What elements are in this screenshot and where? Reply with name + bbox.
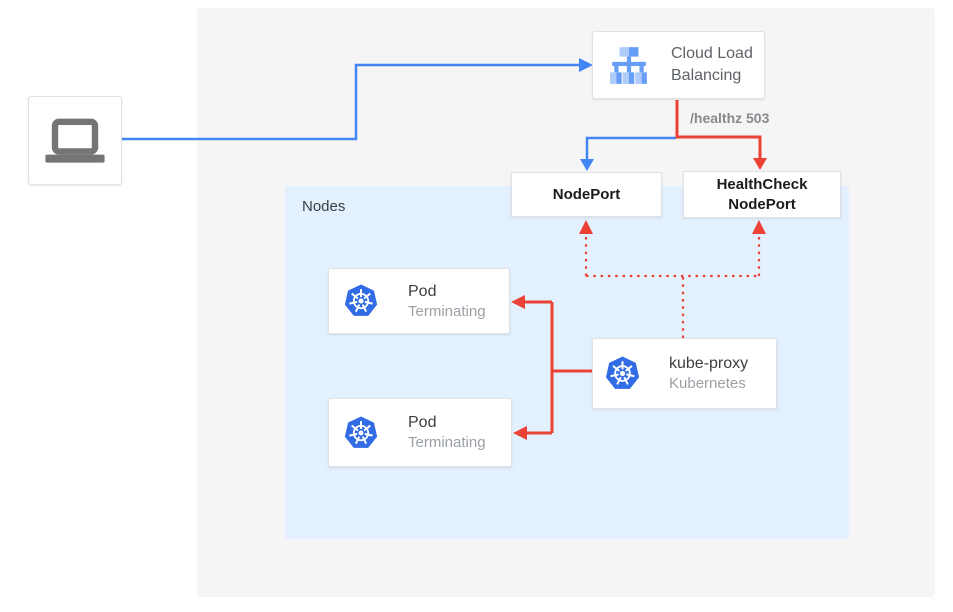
cloud-load-balancing-icon	[610, 47, 647, 84]
cloud-load-balancing-node: Cloud Load Balancing	[592, 31, 765, 99]
healthz-status-annotation: /healthz 503	[690, 110, 770, 126]
kube-proxy-title: kube-proxy	[669, 355, 749, 372]
kube-proxy-subtitle: Kubernetes	[669, 375, 746, 392]
laptop-icon	[45, 118, 105, 163]
kubernetes-icon	[344, 415, 378, 448]
nodeport-label: NodePort	[552, 185, 621, 203]
pod-node-2: Pod Terminating	[328, 398, 512, 467]
nodeport-node: NodePort	[511, 172, 662, 217]
kubernetes-icon	[344, 284, 378, 316]
pod-status: Terminating	[408, 302, 486, 320]
healthcheck-nodeport-node: HealthCheck NodePort	[683, 171, 841, 218]
pod-title: Pod	[408, 414, 437, 431]
kube-proxy-node: kube-proxy Kubernetes	[592, 338, 777, 409]
nodes-group-label: Nodes	[302, 198, 346, 215]
cloud-load-balancing-label: Cloud Load Balancing	[671, 45, 753, 84]
pod-status: Terminating	[408, 434, 486, 451]
client-node	[28, 96, 122, 185]
pod-title: Pod	[408, 282, 437, 300]
kubernetes-icon	[605, 356, 640, 389]
pod-node-1: Pod Terminating	[328, 268, 510, 334]
healthcheck-nodeport-label: HealthCheck NodePort	[716, 175, 808, 213]
